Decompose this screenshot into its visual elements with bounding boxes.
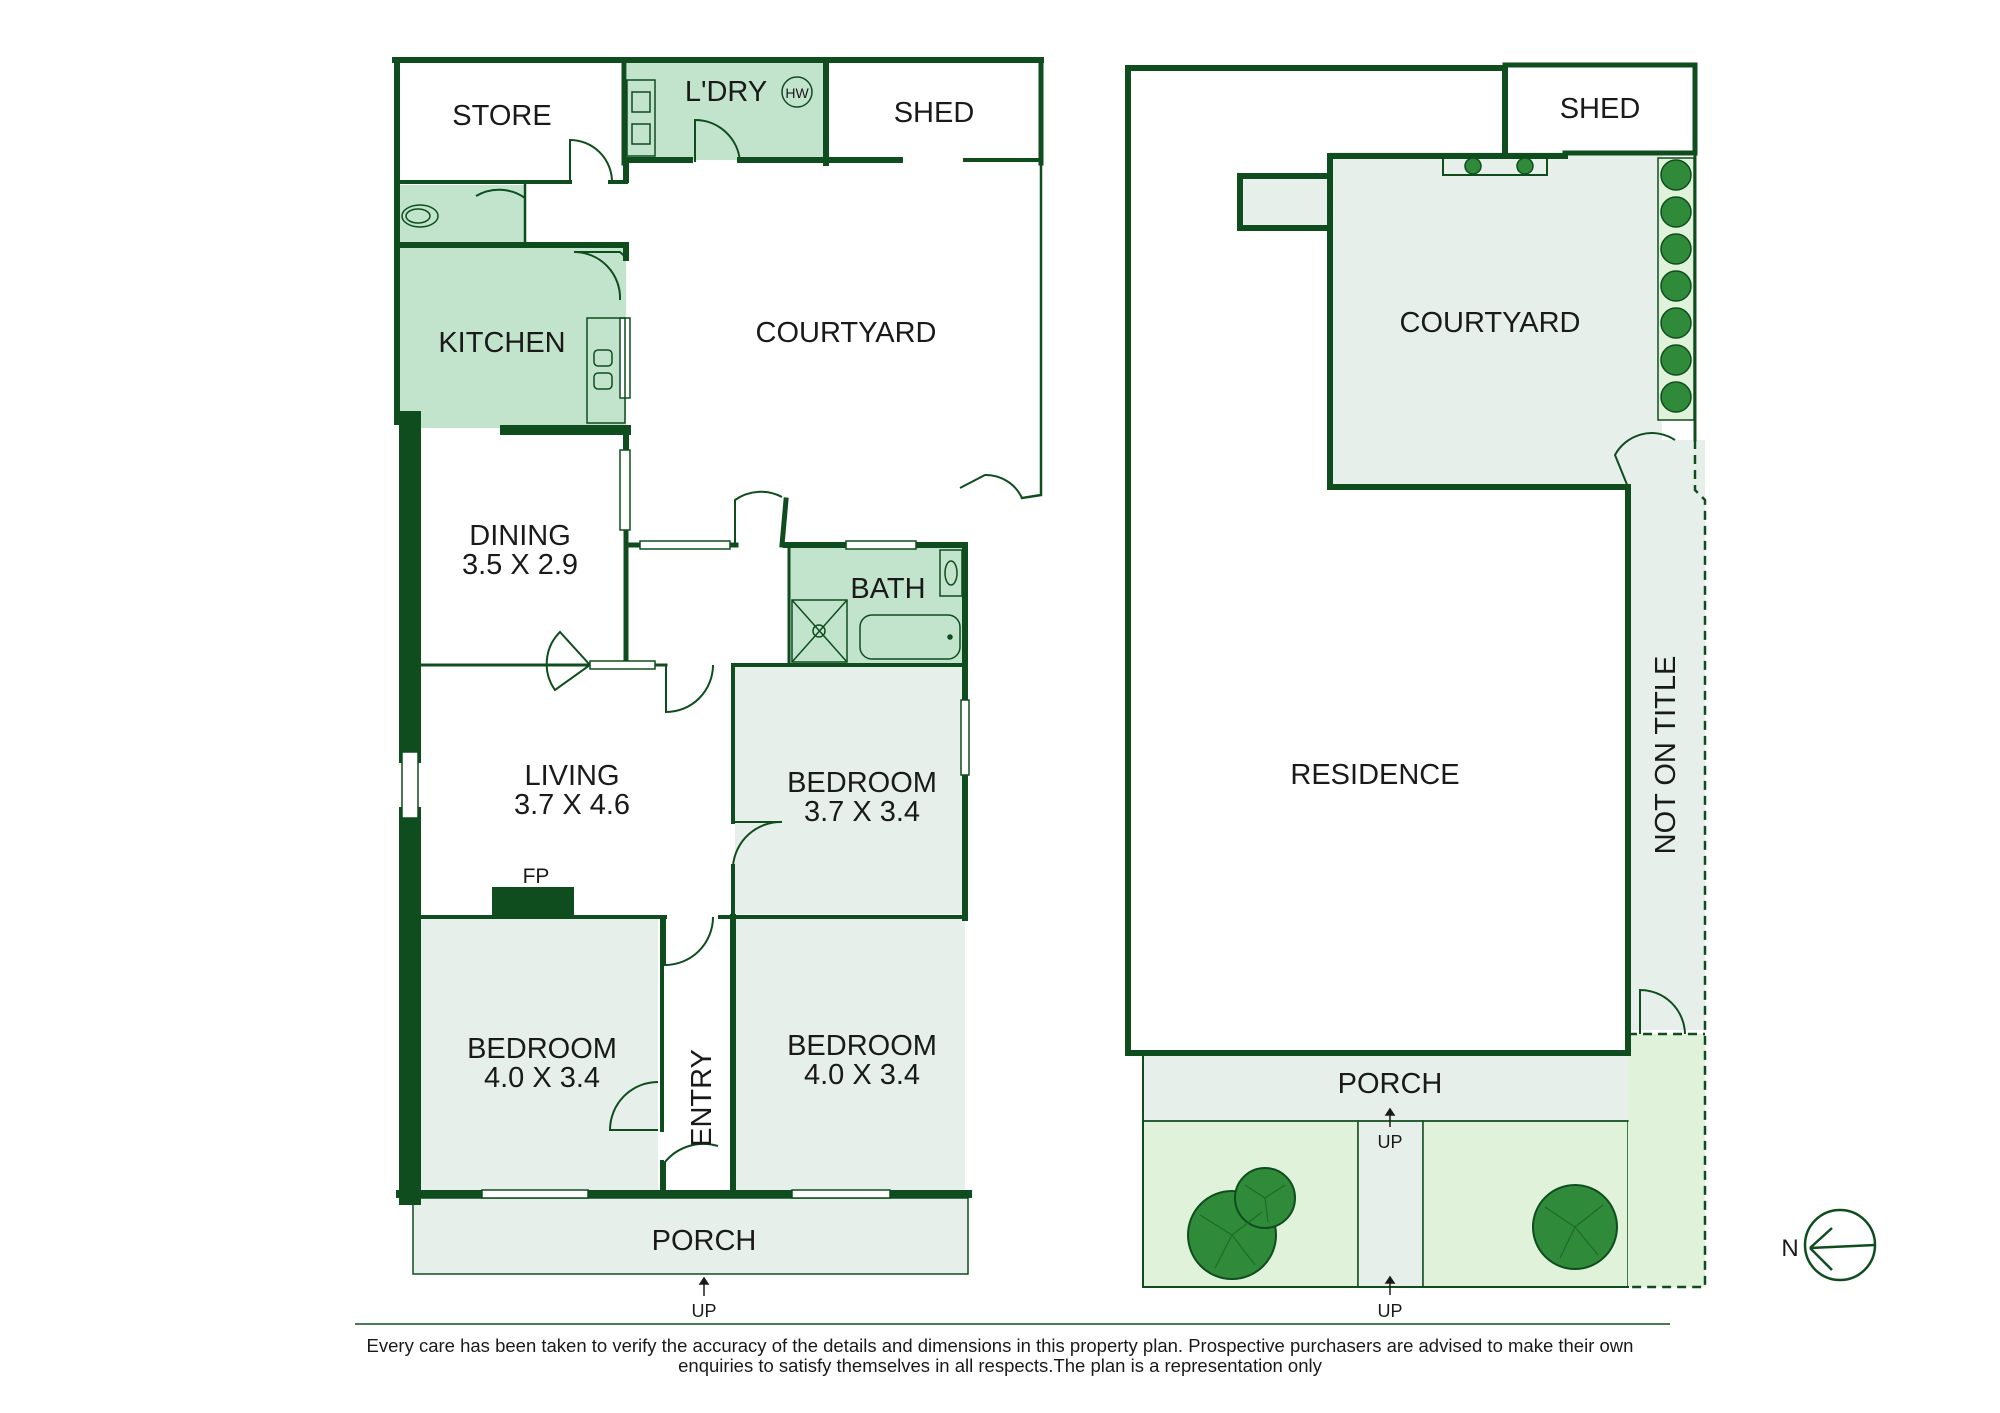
left-up-arrow-icon xyxy=(698,1276,710,1296)
living-door xyxy=(665,664,714,714)
bedroom-left-door xyxy=(608,1081,659,1131)
shrub-icon xyxy=(1660,307,1692,339)
store-door xyxy=(569,138,613,183)
not-on-title-label: NOT ON TITLE xyxy=(1650,656,1682,855)
kitchen-fill xyxy=(400,248,626,428)
courtyard-gate xyxy=(959,473,1023,499)
right-shed-label: SHED xyxy=(1560,93,1641,125)
laundry-door xyxy=(694,118,741,163)
window-bedroom-right xyxy=(791,1189,891,1199)
window-bedroom-left xyxy=(481,1189,589,1199)
fireplace-label: FP xyxy=(523,865,550,888)
front-side-gate xyxy=(1639,988,1686,1035)
bedroom-east-dims: 3.7 X 3.4 xyxy=(804,796,920,828)
residence-label: RESIDENCE xyxy=(1290,759,1459,791)
window-bath xyxy=(845,540,917,550)
right-up-lower-label: UP xyxy=(1377,1301,1402,1321)
dining-label: DINING xyxy=(469,520,571,552)
courtyard-door xyxy=(734,490,783,545)
kitchen-sink-bench xyxy=(586,317,626,424)
left-shed-label: SHED xyxy=(894,97,975,129)
right-porch-label: PORCH xyxy=(1338,1068,1443,1100)
dining-door xyxy=(545,630,592,692)
hot-water-unit xyxy=(781,76,813,108)
right-site-plan: SHED COURTYARD RESIDENCE NOT ON TITLE PO… xyxy=(1125,62,1707,1321)
window-living-west xyxy=(401,751,419,819)
disclaimer: Every care has been taken to verify the … xyxy=(340,1336,1660,1376)
shower-icon xyxy=(791,599,848,663)
kitchen-label: KITCHEN xyxy=(438,327,565,359)
left-courtyard-label: COURTYARD xyxy=(756,317,937,349)
left-floor-plan: STORE L'DRY HW SHED KITCHEN COURTYARD DI… xyxy=(392,57,1044,1321)
bathtub-icon xyxy=(859,614,961,660)
shrub-icon xyxy=(1660,344,1692,376)
bedroom-front-right-dims: 4.0 X 3.4 xyxy=(804,1059,920,1091)
bath-fill xyxy=(789,548,965,663)
bedroom-front-right-fill xyxy=(735,918,965,1192)
porch-left-fill xyxy=(412,1197,969,1275)
hedge-shrubs xyxy=(1660,159,1692,413)
entry-label: ENTRY xyxy=(686,1049,718,1147)
disclaimer-line-1: Every care has been taken to verify the … xyxy=(366,1335,1634,1356)
courtyard-planter xyxy=(1442,156,1548,176)
fireplace-icon xyxy=(492,887,574,915)
bedroom-east-fill xyxy=(735,666,965,914)
laundry-label: L'DRY xyxy=(685,76,767,108)
planter-shrub-icon xyxy=(1464,157,1482,175)
not-on-title-fill xyxy=(1628,440,1705,1030)
right-up-arrow-lower-icon xyxy=(1384,1275,1396,1295)
garden-side xyxy=(1628,1034,1705,1287)
living-dims: 3.7 X 4.6 xyxy=(514,789,630,821)
planter-shrub-icon xyxy=(1516,157,1534,175)
window-dining-south xyxy=(639,540,731,550)
left-up-label: UP xyxy=(691,1301,716,1321)
north-label: N xyxy=(1781,1235,1798,1262)
right-up-upper-label: UP xyxy=(1377,1132,1402,1152)
shrub-icon xyxy=(1660,381,1692,413)
bedroom-front-left-fill xyxy=(420,918,658,1192)
kitchen-door xyxy=(574,251,627,259)
right-courtyard-label: COURTYARD xyxy=(1400,307,1581,339)
toilet-icon xyxy=(401,204,439,228)
entry-inner-door xyxy=(664,916,714,967)
window-dining xyxy=(619,449,631,531)
bedroom-front-left-dims: 4.0 X 3.4 xyxy=(484,1062,600,1094)
shrub-icon xyxy=(1660,196,1692,228)
hot-water-label: HW xyxy=(785,85,809,101)
living-label: LIVING xyxy=(524,760,619,792)
bedroom-east-label: BEDROOM xyxy=(787,767,937,799)
dining-dims: 3.5 X 2.9 xyxy=(462,549,578,581)
laundry-tub xyxy=(626,79,656,157)
window-bedroom-east xyxy=(960,699,970,776)
front-door xyxy=(664,1142,719,1194)
store-label: STORE xyxy=(452,100,551,132)
bath-label: BATH xyxy=(850,573,925,605)
shrub-icon xyxy=(1660,159,1692,191)
disclaimer-line-2: enquiries to satisfy themselves in all r… xyxy=(678,1355,1322,1376)
right-up-arrow-upper-icon xyxy=(1384,1107,1396,1127)
toilet-door xyxy=(475,188,526,245)
compass: N xyxy=(1781,1208,1877,1282)
bedroom-front-right-label: BEDROOM xyxy=(787,1030,937,1062)
right-porch-fill xyxy=(1143,1055,1628,1121)
window-living-north xyxy=(589,660,656,670)
bedroom-front-left-label: BEDROOM xyxy=(467,1033,617,1065)
side-gate xyxy=(1613,432,1676,488)
bedroom-east-door xyxy=(732,820,783,867)
shrub-icon xyxy=(1660,233,1692,265)
vanity-icon xyxy=(939,549,963,597)
toilet-fill xyxy=(400,185,524,245)
left-porch-label: PORCH xyxy=(652,1225,757,1257)
right-courtyard-fill xyxy=(1330,152,1662,487)
shrub-icon xyxy=(1660,270,1692,302)
